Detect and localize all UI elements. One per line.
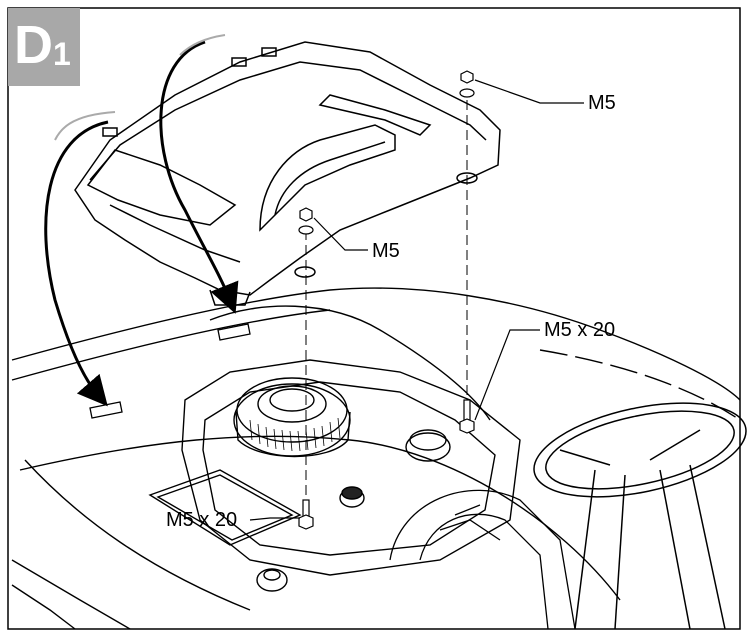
mounting-arrows-shadow: [54, 34, 226, 141]
nut-top-right-icon: [459, 70, 475, 98]
seat-frame: [389, 489, 576, 630]
catch-brackets: [89, 323, 251, 419]
fastener-axes: [305, 100, 468, 500]
callout-leaders: [249, 79, 584, 521]
steering-wheel: [533, 402, 747, 630]
hood-cover: [74, 41, 501, 306]
nut-center-icon: [298, 207, 314, 235]
figure-border: [7, 7, 741, 630]
bolt-right-icon: [459, 399, 475, 434]
callout-nut-center: M5: [372, 240, 400, 262]
step-badge: D 1: [8, 8, 80, 86]
step-letter: D: [14, 15, 53, 75]
callout-nut-top-right: M5: [588, 92, 616, 114]
step-number: 1: [53, 36, 71, 72]
mounting-arrows: [44, 40, 239, 407]
machine-body: [11, 287, 741, 630]
callout-bolt-left: M5 x 20: [166, 509, 238, 531]
air-filter: [233, 377, 351, 458]
callout-bolt-right: M5 x 20: [544, 319, 616, 341]
bolt-left-icon: [298, 499, 314, 530]
